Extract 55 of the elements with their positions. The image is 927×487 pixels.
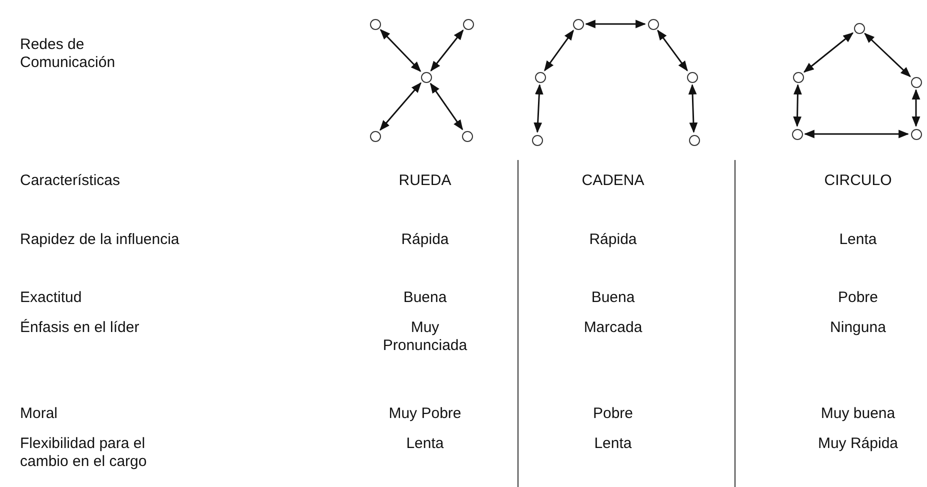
table-cell-text: Rápida [400,231,450,249]
double-arrow [380,82,422,131]
column-header: CADENA [580,172,646,190]
table-cell-text: Muy buena [820,405,896,423]
network-node [792,128,802,140]
network-node [420,72,432,82]
network-node [572,18,584,30]
network-node [370,130,380,142]
network-node [370,18,380,30]
row-header: Rapidez de la influencia [20,231,180,249]
column-header: Características [20,172,122,190]
double-arrow [430,29,464,72]
table-cell-text: Muy Rápida [816,435,900,453]
network-node [688,134,700,146]
table-cell-text: Ninguna [829,319,887,337]
table-cell-text: Pobre [592,405,634,423]
double-arrow [534,84,544,134]
table-cell-text: Muy Pobre [388,405,462,423]
network-node [910,76,922,88]
double-arrow [804,130,910,138]
network-node [686,72,698,82]
table-cell-text: Lenta [838,231,878,249]
network-node [534,72,546,82]
double-arrow [380,29,422,72]
double-arrow [912,88,920,128]
table-cell-text: Muy Pronunciada [382,319,468,355]
row-header: Moral [20,405,59,423]
section-heading: Redes de Comunicación [20,36,116,72]
column-header: RUEDA [398,172,452,190]
network-node [462,130,472,142]
table-cell-text: Lenta [405,435,445,453]
double-arrow [864,32,911,78]
double-arrow [430,82,464,130]
row-header: Énfasis en el líder [20,319,140,337]
table-cell-text: Lenta [593,435,633,453]
double-arrow [544,30,574,72]
table-cell-text: Buena [590,289,636,307]
table-cell-text: Marcada [582,319,644,337]
network-node [854,22,864,34]
network-node [910,128,922,140]
row-header: Flexibilidad para el cambio en el cargo [20,435,148,471]
column-header: CIRCULO [823,172,893,190]
table-cell-text: Buena [402,289,448,307]
double-arrow [657,30,688,72]
row-header: Exactitud [20,289,83,307]
table-cell-text: Rápida [588,231,638,249]
network-node [648,18,658,30]
network-node [532,134,542,146]
double-arrow [584,20,646,28]
table-cell-text: Pobre [836,289,880,307]
double-arrow [688,84,698,134]
double-arrow [793,84,802,128]
network-node [792,72,804,82]
double-arrow [803,32,854,73]
network-node [462,18,474,30]
